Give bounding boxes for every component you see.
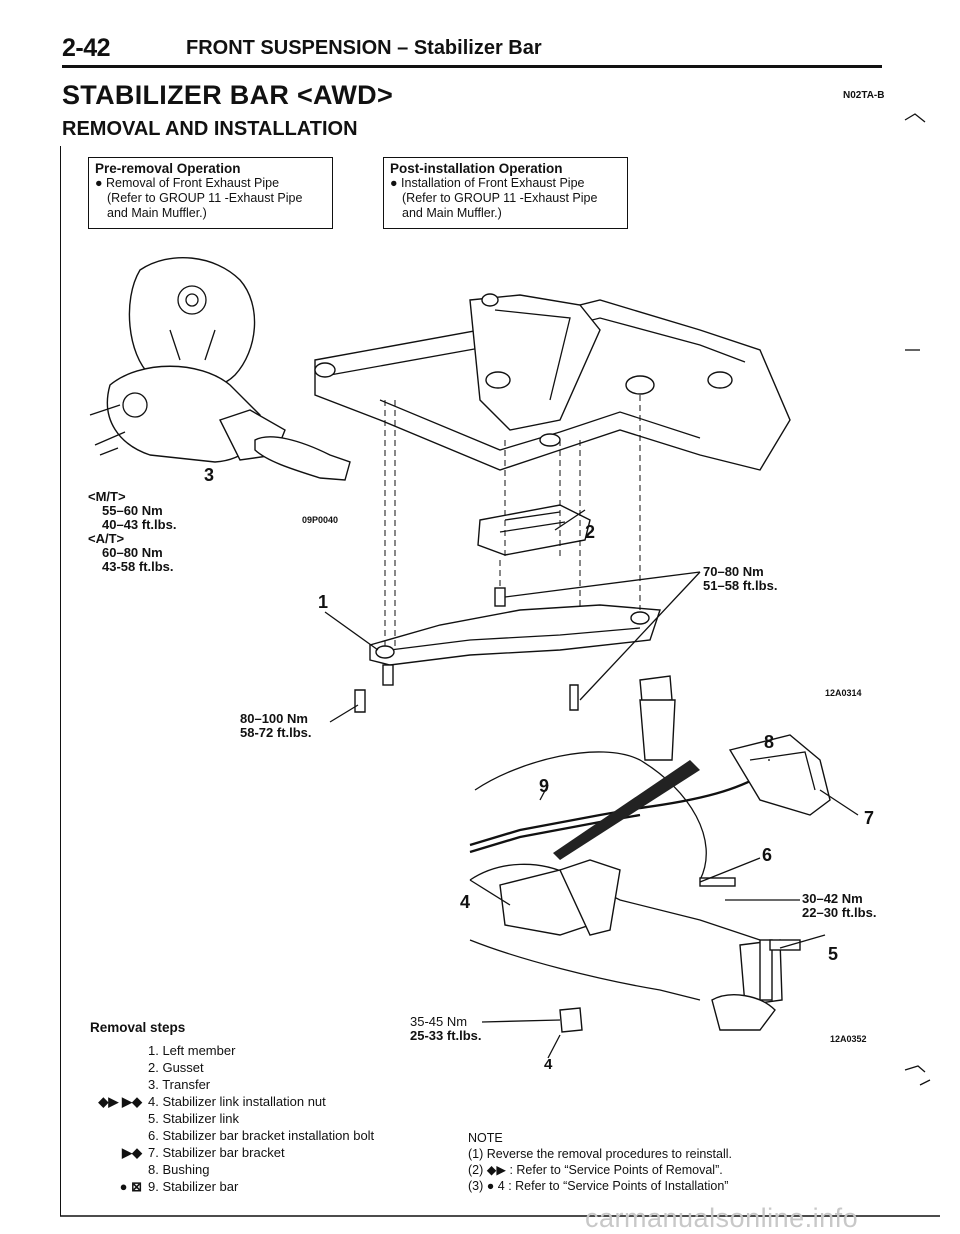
- alignment-lines: [384, 395, 641, 650]
- removal-step: ▶◆7. Stabilizer bar bracket: [122, 1145, 285, 1160]
- callout-4-left: 4: [460, 892, 471, 912]
- callout-1: 1: [318, 592, 329, 612]
- post-install-heading: Post-installation Operation: [390, 161, 563, 176]
- crossmember-drawing: [314, 293, 791, 471]
- mt-label: <M/T>: [88, 489, 126, 504]
- post-install-line1: ● Installation of Front Exhaust Pipe: [390, 176, 585, 190]
- pre-removal-heading: Pre-removal Operation: [95, 161, 241, 176]
- mt-torque-label: <M/T> 55–60 Nm 40–43 ft.lbs. <A/T> 60–80…: [88, 490, 176, 574]
- gusset-torque-nm: 70–80 Nm: [703, 564, 764, 579]
- section-title: FRONT SUSPENSION – Stabilizer Bar: [186, 37, 542, 59]
- header-rule: [62, 65, 882, 68]
- bolts-drawing: [354, 587, 579, 713]
- lower-leader-lines: [469, 759, 859, 1059]
- page-edge-marks: [904, 113, 931, 1086]
- gusset-torque-label: 70–80 Nm 51–58 ft.lbs.: [703, 565, 777, 593]
- post-installation-box: Post-installation Operation ● Installati…: [383, 157, 628, 229]
- document-code: N02TA-B: [843, 90, 885, 101]
- removal-step: ● ⊠9. Stabilizer bar: [119, 1179, 239, 1194]
- note-line1: (1) Reverse the removal procedures to re…: [468, 1147, 733, 1161]
- mt-torque-nm: 55–60 Nm: [102, 503, 163, 518]
- removal-step: 3. Transfer: [148, 1077, 211, 1092]
- callout-6: 6: [762, 845, 773, 865]
- note-line3: (3) ● 4 : Refer to “Service Points of In…: [468, 1179, 729, 1193]
- page-title: STABILIZER BAR <AWD>: [62, 80, 394, 110]
- section-subtitle: REMOVAL AND INSTALLATION: [62, 118, 358, 140]
- left-member-drawing: [369, 604, 661, 666]
- removal-step: 5. Stabilizer link: [148, 1111, 240, 1126]
- member-torque-label: 80–100 Nm 58-72 ft.lbs.: [240, 712, 312, 740]
- left-margin-rule: [60, 146, 61, 1216]
- upper-leader-lines: [324, 509, 701, 723]
- pre-removal-line1: ● Removal of Front Exhaust Pipe: [95, 176, 280, 190]
- figure-code-transfer: 09P0040: [302, 515, 339, 525]
- callout-2: 2: [585, 522, 596, 542]
- pre-removal-line3: and Main Muffler.): [107, 206, 207, 220]
- mt-torque-ft: 40–43 ft.lbs.: [102, 517, 177, 532]
- at-torque-ft: 43-58 ft.lbs.: [102, 559, 174, 574]
- gusset-drawing: [477, 504, 591, 556]
- callout-3: 3: [204, 465, 215, 485]
- transfer-drawing: [89, 257, 351, 481]
- link-torque-label: 35-45 Nm 25-33 ft.lbs.: [410, 1015, 482, 1043]
- link-torque-ft: 25-33 ft.lbs.: [410, 1028, 482, 1043]
- callout-4-bottom: 4: [544, 1056, 553, 1073]
- figure-code-lower: 12A0352: [830, 1034, 867, 1044]
- bracket-torque-label: 30–42 Nm 22–30 ft.lbs.: [802, 892, 876, 920]
- bracket-torque-ft: 22–30 ft.lbs.: [802, 905, 877, 920]
- member-torque-ft: 58-72 ft.lbs.: [240, 725, 312, 740]
- callout-8: 8: [764, 732, 775, 752]
- post-install-line2: (Refer to GROUP 11 -Exhaust Pipe: [402, 191, 598, 205]
- pre-removal-box: Pre-removal Operation ● Removal of Front…: [88, 157, 333, 229]
- stabilizer-assembly-drawing: [469, 675, 831, 1033]
- removal-steps-heading: Removal steps: [90, 1020, 186, 1035]
- page-number: 2-42: [62, 34, 111, 62]
- removal-step: 6. Stabilizer bar bracket installation b…: [148, 1128, 375, 1143]
- figure-code-upper: 12A0314: [825, 688, 862, 698]
- link-torque-nm: 35-45 Nm: [410, 1014, 468, 1029]
- post-install-line3: and Main Muffler.): [402, 206, 502, 220]
- at-label: <A/T>: [88, 531, 125, 546]
- note-heading: NOTE: [468, 1131, 503, 1145]
- note-line2: (2) ◆▶ : Refer to “Service Points of Rem…: [468, 1163, 723, 1177]
- callout-5: 5: [828, 944, 839, 964]
- bracket-torque-nm: 30–42 Nm: [802, 891, 863, 906]
- removal-step: 2. Gusset: [148, 1060, 204, 1075]
- member-torque-nm: 80–100 Nm: [240, 711, 308, 726]
- note-block: NOTE (1) Reverse the removal procedures …: [468, 1130, 732, 1194]
- callout-7: 7: [864, 808, 875, 828]
- removal-step: ◆▶ ▶◆4. Stabilizer link installation nut: [98, 1094, 326, 1109]
- gusset-torque-ft: 51–58 ft.lbs.: [703, 578, 778, 593]
- at-torque-nm: 60–80 Nm: [102, 545, 163, 560]
- callout-9: 9: [539, 776, 550, 796]
- pre-removal-line2: (Refer to GROUP 11 -Exhaust Pipe: [107, 191, 303, 205]
- watermark: carmanualsonline.info: [585, 1203, 859, 1233]
- removal-step: 8. Bushing: [148, 1162, 210, 1177]
- removal-step: 1. Left member: [148, 1043, 236, 1058]
